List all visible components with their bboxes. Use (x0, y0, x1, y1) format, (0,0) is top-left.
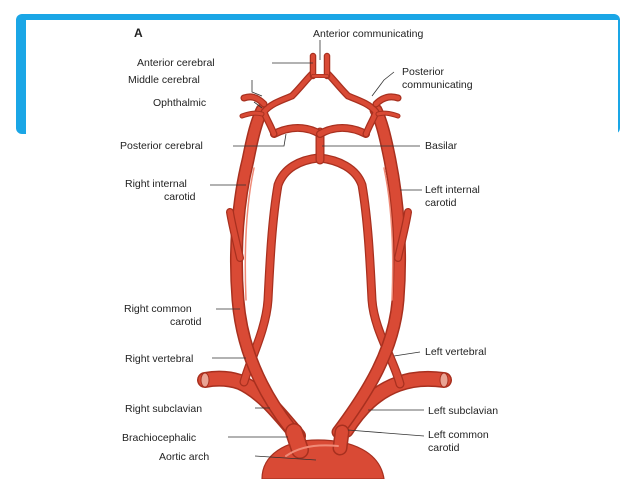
label-right-common-carotid-line2: carotid (170, 316, 202, 328)
label-middle-cerebral: Middle cerebral (128, 74, 200, 86)
label-anterior-communicating: Anterior communicating (313, 28, 423, 40)
label-left-common-carotid-line2: carotid (428, 442, 460, 454)
label-right-common-carotid-line1: Right common (124, 303, 192, 315)
label-left-internal-carotid-line2: carotid (425, 197, 457, 209)
label-right-internal-carotid-line1: Right internal (125, 178, 187, 190)
label-left-vertebral: Left vertebral (425, 346, 486, 358)
leader-lines (210, 40, 425, 461)
label-posterior-communicating-line1: Posterior (402, 66, 445, 78)
label-right-subclavian: Right subclavian (125, 403, 202, 415)
label-left-subclavian: Left subclavian (428, 405, 498, 417)
label-posterior-communicating-line2: communicating (402, 79, 473, 91)
label-anterior-cerebral: Anterior cerebral (137, 57, 215, 69)
labels: A Anterior communicating Anterior cerebr… (120, 26, 498, 463)
label-right-vertebral: Right vertebral (125, 353, 193, 365)
figure-panel (26, 20, 618, 479)
label-basilar: Basilar (425, 140, 458, 152)
label-left-internal-carotid-line1: Left internal (425, 184, 480, 196)
label-left-common-carotid-line1: Left common (428, 429, 489, 441)
artery-tree (197, 52, 452, 479)
panel-letter: A (134, 26, 143, 40)
label-posterior-cerebral: Posterior cerebral (120, 140, 203, 152)
label-right-internal-carotid-line2: carotid (164, 191, 196, 203)
label-aortic-arch: Aortic arch (159, 451, 209, 463)
label-brachiocephalic: Brachiocephalic (122, 432, 196, 444)
label-ophthalmic: Ophthalmic (153, 97, 206, 109)
